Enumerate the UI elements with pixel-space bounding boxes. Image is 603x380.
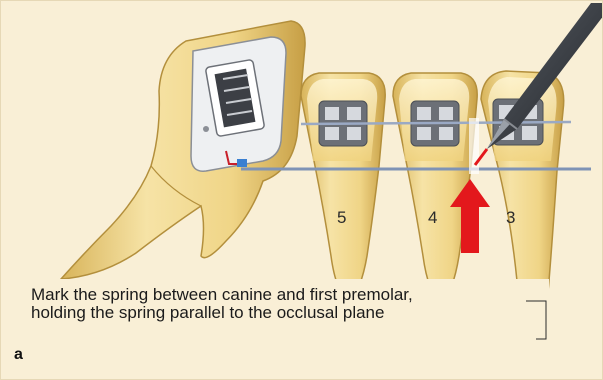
molar-tooth-icon [61, 21, 305, 279]
panel-letter: a [14, 346, 23, 364]
figure-caption: Mark the spring between canine and first… [31, 286, 413, 322]
tooth-number-4: 4 [428, 208, 437, 228]
tooth-number-5: 5 [337, 208, 346, 228]
tooth-number-3: 3 [506, 208, 515, 228]
premolar-tooth-icon [301, 73, 385, 301]
bracket-icon [191, 37, 286, 171]
caption-line-2: holding the spring parallel to the occlu… [31, 304, 413, 322]
caption-line-1: Mark the spring between canine and first… [31, 286, 413, 304]
